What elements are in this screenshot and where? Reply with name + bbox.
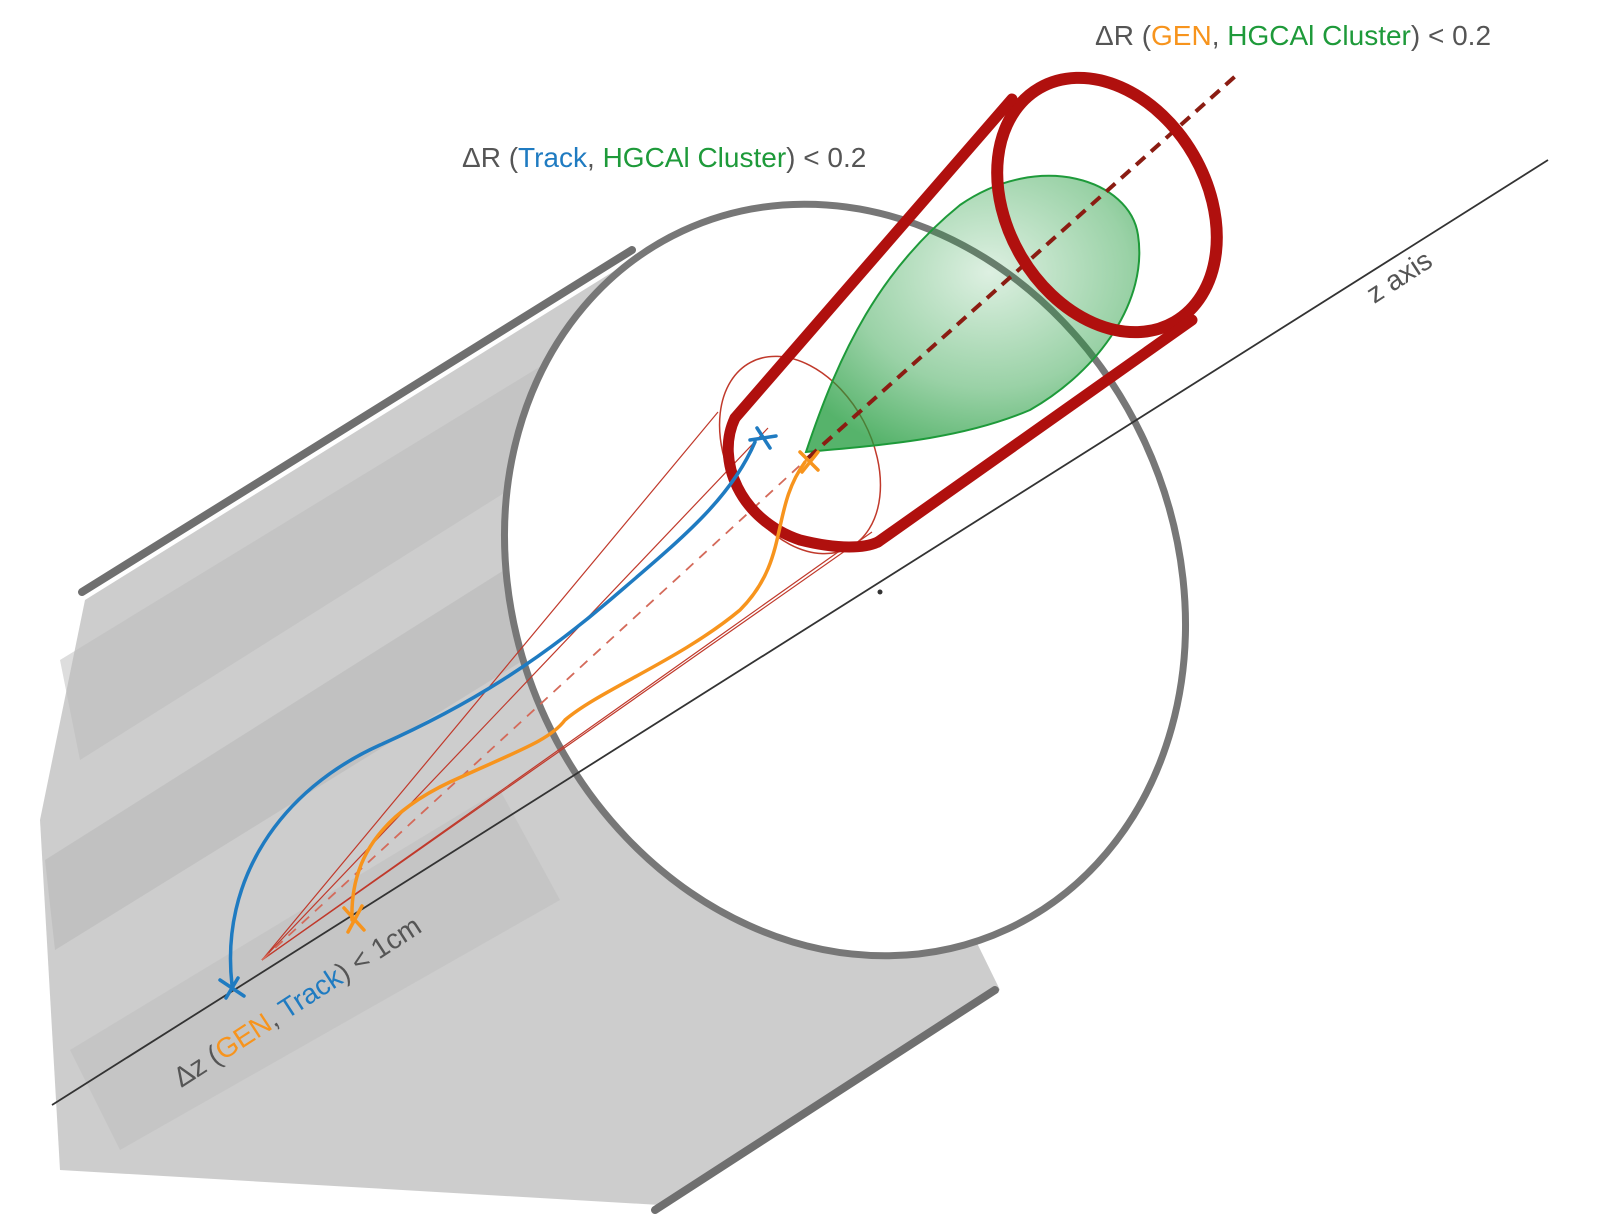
barrel-upper-edge — [78, 246, 636, 596]
cone-axis-dashed-lower — [261, 457, 809, 961]
z-axis-origin-mark — [877, 589, 883, 595]
label-dr-gen-cluster-cluster: HGCAl Cluster — [1227, 20, 1411, 51]
label-dr-track-cluster-prefix: ΔR ( — [462, 142, 519, 173]
label-dr-track-cluster-suffix: ) < 0.2 — [786, 142, 867, 173]
track-vertex-marker — [218, 976, 246, 1000]
barrel-lower-edge — [651, 986, 999, 1214]
label-dr-track-cluster: ΔR (Track, HGCAl Cluster) < 0.2 — [462, 142, 866, 174]
track-end-marker — [748, 426, 778, 450]
gen-vertex-marker — [342, 904, 366, 934]
label-dr-gen-cluster-sep: , — [1211, 20, 1228, 51]
delta-r-cylinder — [722, 71, 1223, 553]
label-dr-gen-cluster: ΔR (GEN, HGCAl Cluster) < 0.2 — [1095, 20, 1491, 52]
label-dr-gen-cluster-gen: GEN — [1151, 20, 1212, 51]
z-axis-line — [51, 159, 1549, 1106]
gen-end-marker — [798, 450, 820, 474]
label-dr-track-cluster-cluster: HGCAl Cluster — [602, 142, 787, 173]
track-trajectory — [228, 440, 757, 987]
label-dr-gen-cluster-suffix: ) < 0.2 — [1410, 20, 1492, 51]
gen-trajectory — [350, 460, 807, 922]
detector-barrel-shading — [40, 255, 1000, 1205]
label-dr-track-cluster-track: Track — [518, 142, 587, 173]
label-dr-gen-cluster-prefix: ΔR ( — [1095, 20, 1152, 51]
label-dr-track-cluster-sep: , — [587, 142, 603, 173]
